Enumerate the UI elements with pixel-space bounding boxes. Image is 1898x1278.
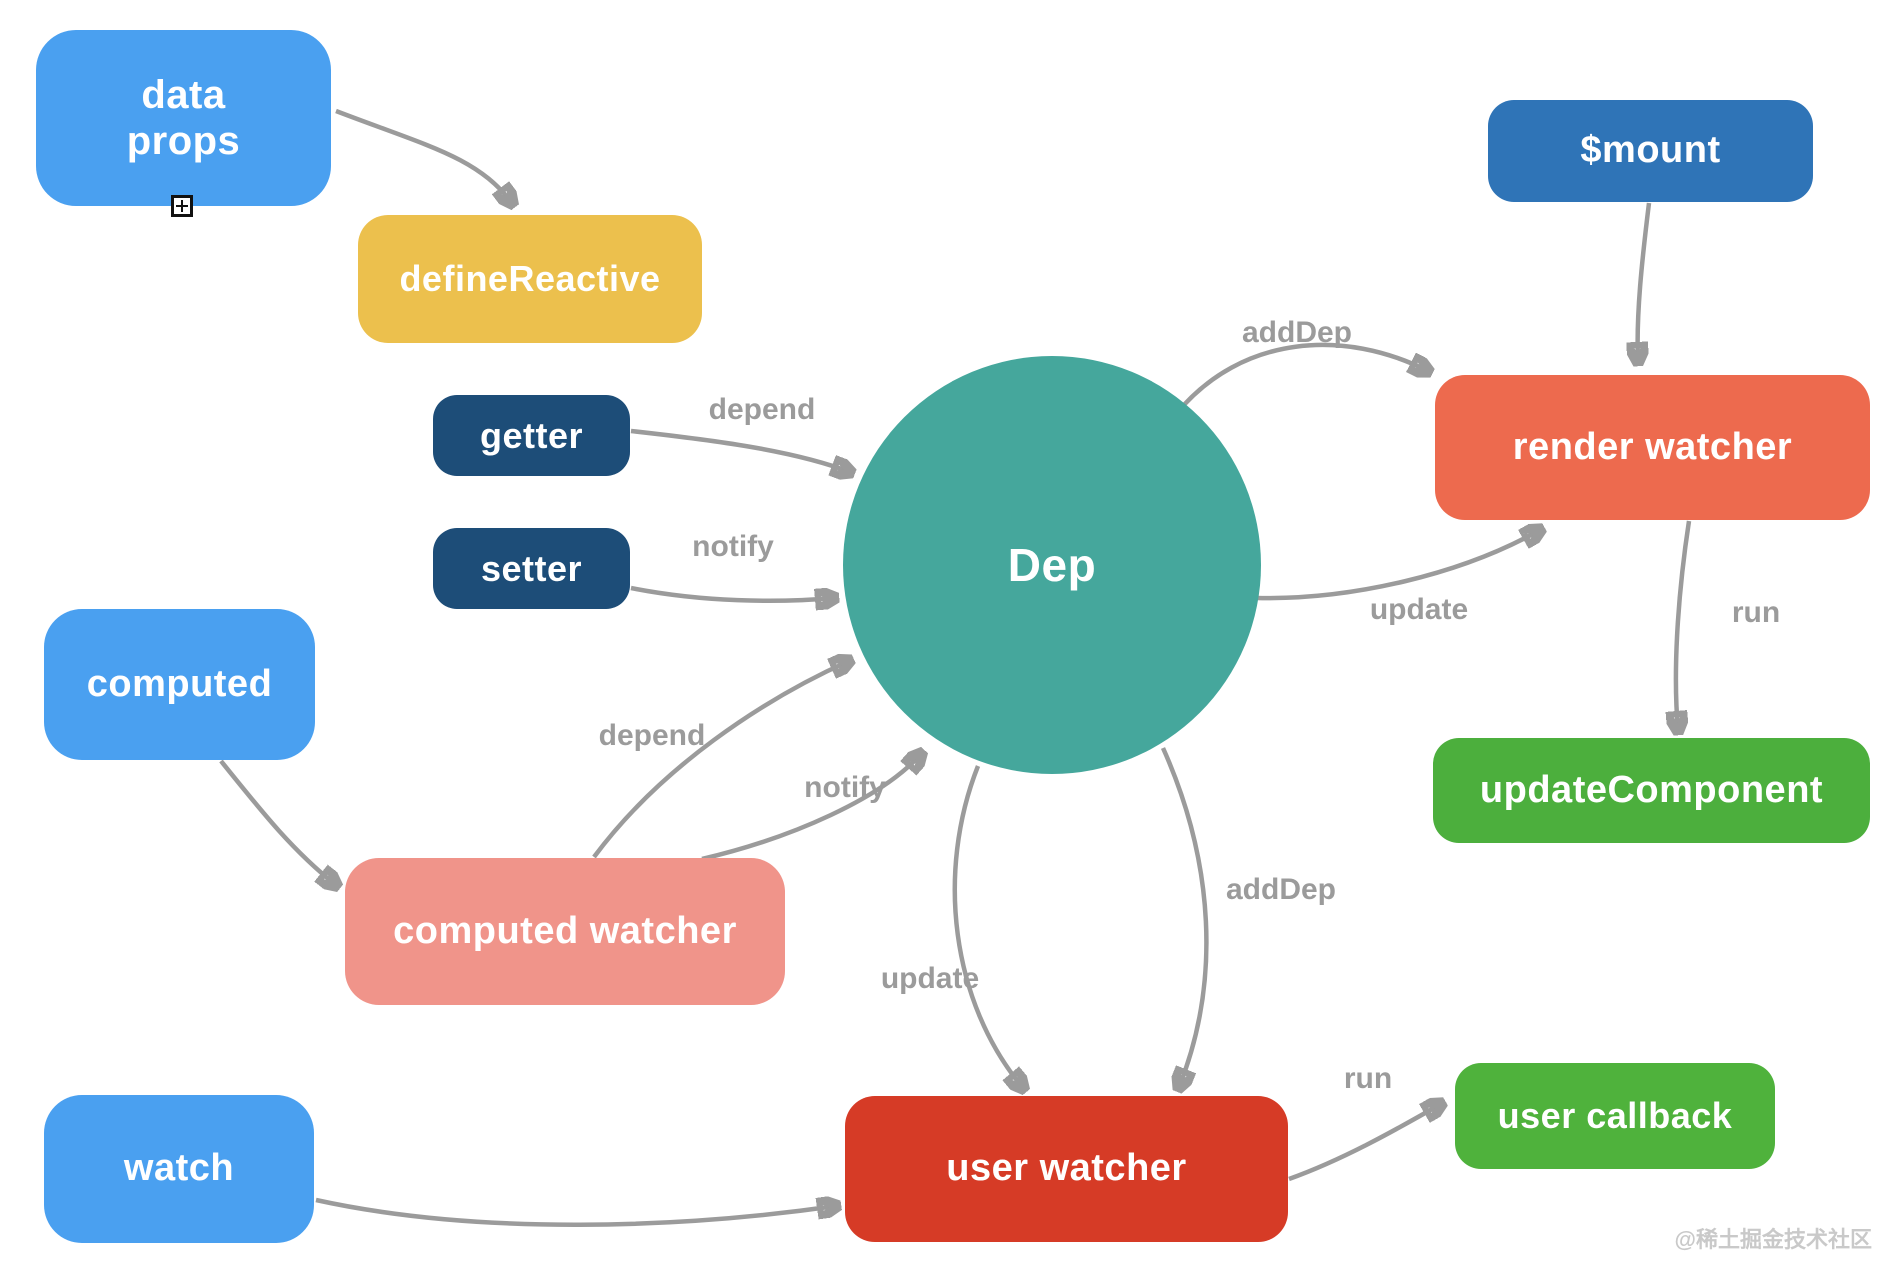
node-define-reactive-label: defineReactive <box>399 258 661 300</box>
node-render-watcher-label: render watcher <box>1512 425 1793 468</box>
edge-dep-to-user-watcher-update <box>952 765 1023 1088</box>
node-user-watcher-label: user watcher <box>946 1147 1187 1190</box>
node-data-props: data props <box>36 30 331 206</box>
node-user-watcher: user watcher <box>845 1096 1288 1242</box>
node-computed: computed <box>44 609 315 760</box>
edge-label-adddep-top: addDep <box>1241 316 1353 349</box>
edge-label-update-render: update <box>1369 593 1469 626</box>
edge-label-depend-getter: depend <box>708 393 816 426</box>
edge-computed-to-computed-watcher <box>219 759 336 885</box>
node-computed-watcher-label: computed watcher <box>393 909 737 952</box>
node-setter-label: setter <box>480 547 583 589</box>
node-mount-label: $mount <box>1580 129 1721 172</box>
edge-dep-to-render-watcher-update <box>1256 530 1540 601</box>
edge-dep-to-user-watcher-adddep <box>1160 747 1209 1087</box>
edge-user-watcher-to-user-callback-run <box>1288 1104 1441 1182</box>
edge-dep-to-render-watcher-adddep <box>1174 342 1428 416</box>
node-setter: setter <box>433 528 630 609</box>
edge-data-props-to-define-reactive <box>335 108 512 203</box>
edge-label-run-render: run <box>1731 596 1781 629</box>
edge-computed-watcher-to-dep-notify <box>701 754 921 862</box>
plus-icon-vertical-bar <box>180 200 184 212</box>
edge-label-notify-setter: notify <box>692 530 774 563</box>
edge-label-adddep-user: addDep <box>1225 873 1337 906</box>
node-mount: $mount <box>1488 100 1813 202</box>
node-dep: Dep <box>843 356 1261 774</box>
node-render-watcher: render watcher <box>1435 375 1870 520</box>
edge-label-notify-computed: notify <box>804 771 886 804</box>
node-user-callback-label: user callback <box>1497 1095 1733 1137</box>
edge-computed-watcher-to-dep-depend <box>592 661 849 859</box>
node-data-props-line1: data <box>141 73 226 117</box>
node-getter-label: getter <box>479 414 584 456</box>
edge-mount-to-render-watcher <box>1638 202 1652 361</box>
node-computed-label: computed <box>86 662 273 705</box>
node-getter: getter <box>433 395 630 476</box>
node-define-reactive: defineReactive <box>358 215 702 343</box>
node-update-component: updateComponent <box>1433 738 1870 843</box>
node-update-component-label: updateComponent <box>1479 768 1824 811</box>
node-dep-label: Dep <box>1007 538 1097 591</box>
juejin-watermark: @稀土掘金技术社区 <box>1674 1227 1872 1252</box>
edge-render-watcher-to-update-component-run <box>1676 520 1692 730</box>
node-user-callback: user callback <box>1455 1063 1775 1169</box>
edge-label-depend-computed: depend <box>598 719 706 752</box>
node-data-props-line2: props <box>126 119 241 163</box>
edge-setter-to-dep <box>630 585 834 601</box>
edge-label-update-user: update <box>880 962 980 995</box>
edge-getter-to-dep <box>630 428 850 472</box>
edge-label-run-user: run <box>1343 1062 1393 1095</box>
node-watch: watch <box>44 1095 314 1243</box>
node-computed-watcher: computed watcher <box>345 858 785 1005</box>
edge-watch-to-user-watcher <box>315 1200 836 1227</box>
node-watch-label: watch <box>123 1147 235 1190</box>
expand-cursor-icon <box>171 195 193 217</box>
